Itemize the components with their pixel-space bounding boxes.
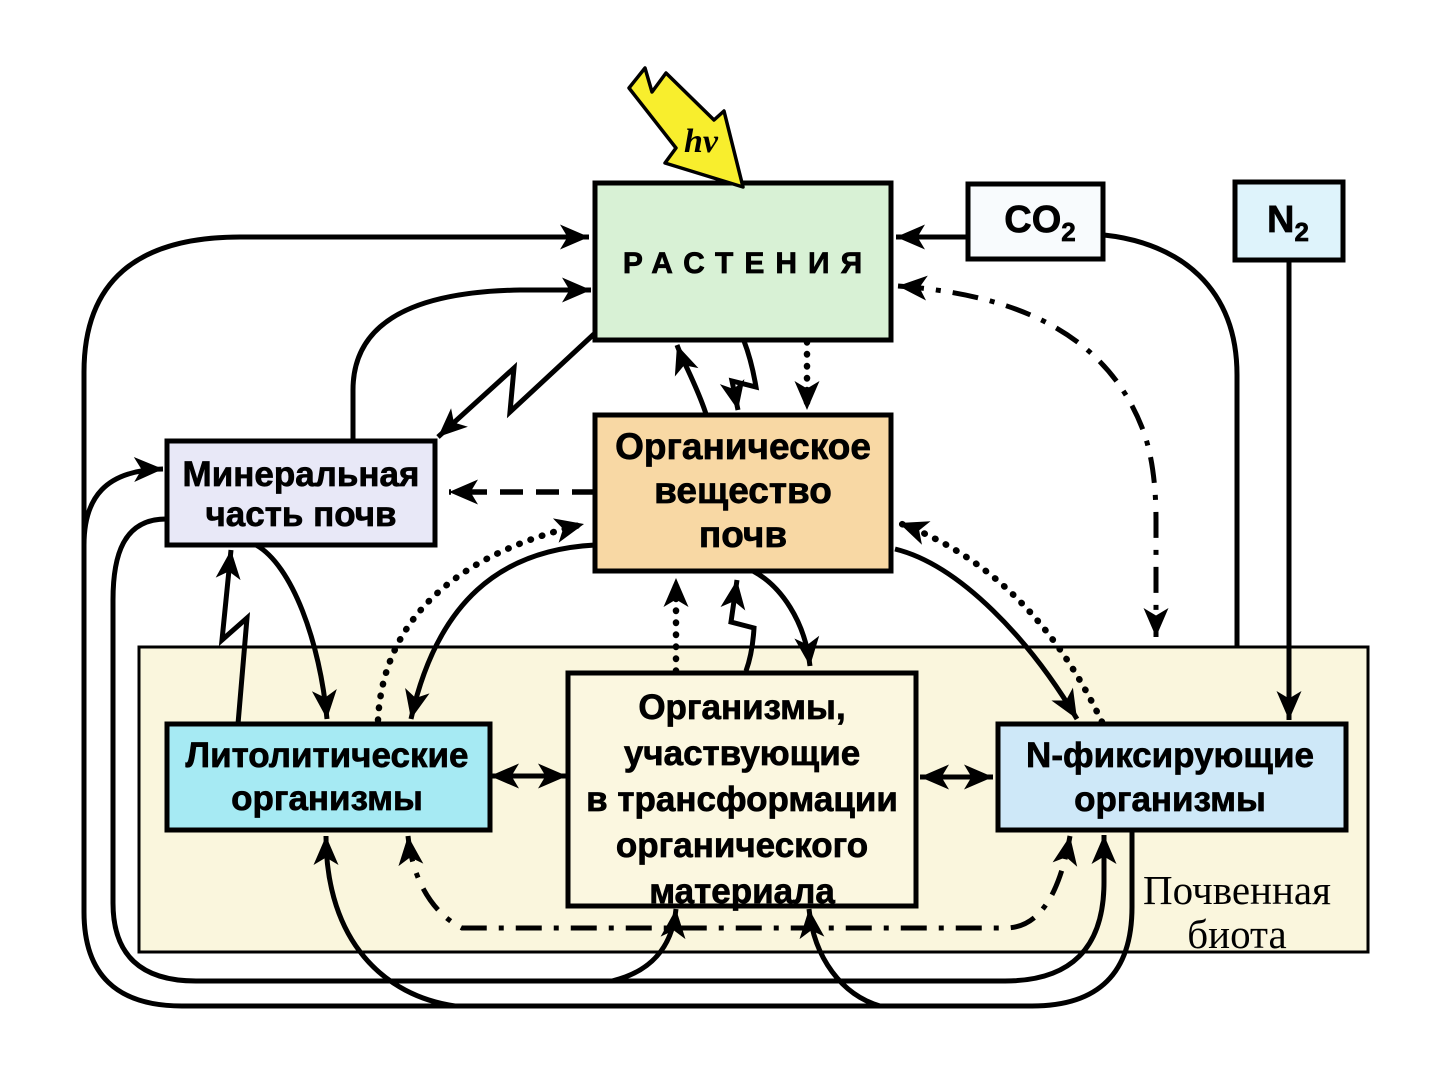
svg-text:органического: органического bbox=[616, 826, 868, 865]
svg-text:вещество: вещество bbox=[654, 470, 832, 511]
svg-text:Организмы,: Организмы, bbox=[638, 688, 845, 727]
svg-text:Органическое: Органическое bbox=[615, 426, 871, 467]
svg-text:Почвенная: Почвенная bbox=[1143, 867, 1331, 913]
svg-text:Литолитические: Литолитические bbox=[186, 736, 469, 775]
svg-text:Минеральная: Минеральная bbox=[183, 455, 420, 494]
svg-text:в трансформации: в трансформации bbox=[586, 780, 898, 819]
svg-text:организмы: организмы bbox=[231, 779, 423, 818]
svg-text:часть почв: часть почв bbox=[205, 495, 396, 534]
svg-text:N-фиксирующие: N-фиксирующие bbox=[1026, 736, 1314, 775]
svg-text:РАСТЕНИЯ: РАСТЕНИЯ bbox=[623, 247, 873, 280]
svg-text:организмы: организмы bbox=[1074, 780, 1266, 819]
svg-text:почв: почв bbox=[699, 514, 787, 555]
svg-text:участвующие: участвующие bbox=[624, 734, 860, 773]
svg-text:hv: hv bbox=[684, 123, 719, 160]
svg-text:биота: биота bbox=[1187, 911, 1286, 957]
svg-text:материала: материала bbox=[649, 872, 835, 911]
